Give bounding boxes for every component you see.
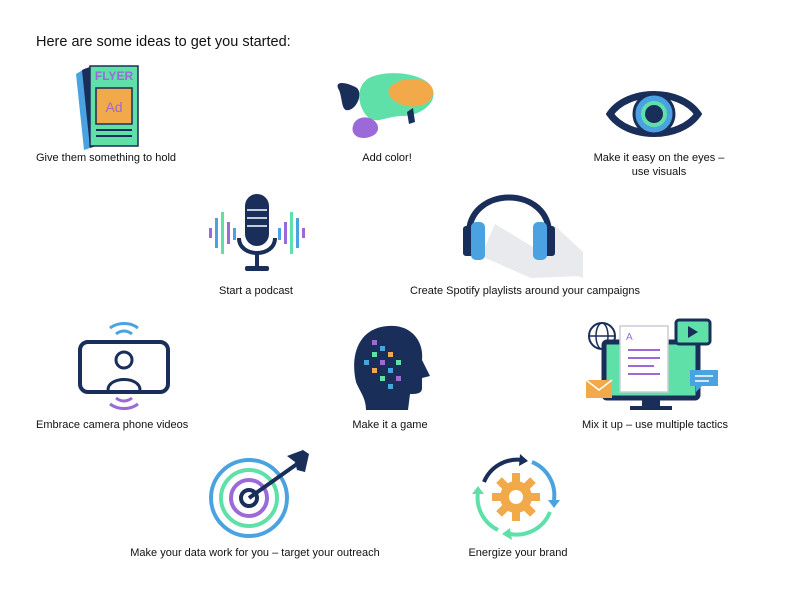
- caption-podcast: Start a podcast: [219, 285, 293, 297]
- page-heading: Here are some ideas to get you started:: [36, 34, 291, 50]
- caption-color: Add color!: [362, 152, 412, 164]
- svg-text:A: A: [626, 332, 633, 343]
- caption-energize: Energize your brand: [468, 547, 568, 559]
- caption-target: Make your data work for you – target you…: [130, 547, 380, 559]
- caption-spotify: Create Spotify playlists around your cam…: [410, 285, 640, 297]
- flyer-icon: FLYER Ad: [74, 64, 144, 150]
- color-blobs-icon: [333, 70, 441, 140]
- caption-eye-line1: Make it easy on the eyes –: [593, 152, 725, 164]
- eye-icon: [606, 84, 702, 144]
- gear-cycle-icon: [470, 452, 562, 542]
- camera-phone-icon: [76, 318, 172, 412]
- target-icon: [205, 450, 325, 540]
- microphone-icon: [205, 192, 309, 274]
- flyer-ad: Ad: [105, 99, 122, 115]
- caption-eye: Make it easy on the eyes – use visuals: [574, 151, 744, 179]
- multi-tactics-icon: A: [584, 318, 724, 414]
- caption-flyer: Give them something to hold: [36, 152, 177, 164]
- caption-eye-line2: use visuals: [631, 166, 687, 178]
- game-head-icon: [350, 322, 430, 412]
- caption-camera: Embrace camera phone videos: [36, 419, 189, 431]
- caption-game: Make it a game: [352, 419, 428, 431]
- flyer-title: FLYER: [95, 69, 134, 83]
- headphones-icon: [459, 176, 583, 278]
- caption-tactics: Mix it up – use multiple tactics: [581, 419, 729, 431]
